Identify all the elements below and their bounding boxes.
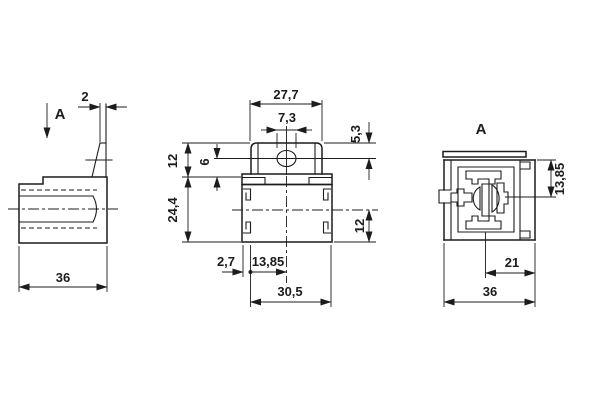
flange-step-right	[308, 176, 333, 185]
front-tab-outline	[250, 142, 323, 175]
side-view: A 2 36	[8, 89, 127, 292]
bottom-view-a: A 13,85 21 3	[438, 121, 567, 307]
front-body-outline	[241, 183, 333, 243]
view-a-label: A	[476, 121, 487, 138]
dim-label-hole-from-top: 5,3	[348, 125, 363, 143]
terminal-slot-center	[481, 183, 490, 217]
front-view: 27,7 7,3 5,3 12 24,4 6	[165, 87, 378, 307]
dim-label-side-depth: 36	[56, 270, 70, 285]
terminal-crescent-left	[472, 186, 481, 211]
dim-label-fin-thickness: 2	[81, 89, 88, 104]
dim-origin-dot	[248, 270, 253, 274]
mounting-hole	[276, 149, 297, 168]
terminal-slot-left	[450, 188, 473, 207]
clip-top-right	[519, 161, 531, 170]
dim-label-viewA-width: 36	[483, 284, 497, 299]
socket-cavity	[457, 166, 515, 233]
retainer-hook-bottom-right	[322, 221, 332, 234]
dim-label-tab-width: 27,7	[273, 87, 298, 102]
side-body-outline	[18, 176, 108, 244]
terminal-slot-top	[465, 170, 502, 185]
left-wall-notch	[438, 189, 452, 204]
dim-label-center-to-bottom: 12	[352, 219, 367, 233]
view-direction-label: A	[55, 106, 66, 123]
retainer-hook-bottom-left	[242, 221, 252, 234]
dim-label-top-to-center: 13,85	[552, 163, 567, 196]
flange-step-left	[241, 176, 266, 185]
dim-label-edge-to-center: 13,85	[252, 254, 285, 269]
terminal-crescent-right	[491, 184, 500, 213]
dim-label-bottom-width: 30,5	[277, 284, 302, 299]
dim-label-hole-to-flange: 6	[197, 158, 212, 165]
dim-label-hole-width: 7,3	[278, 110, 296, 125]
dim-label-body-height: 24,4	[165, 197, 180, 223]
dim-label-edge-offset: 2,7	[217, 254, 235, 269]
clip-bottom-right	[519, 230, 531, 239]
terminal-slot-right	[496, 182, 509, 214]
fin-edge-bar	[442, 150, 527, 158]
retainer-hook-top-right	[322, 188, 332, 201]
dim-label-tab-height: 12	[165, 154, 180, 168]
dim-label-center-to-edge: 21	[505, 255, 519, 270]
terminal-slot-bottom	[465, 215, 502, 230]
front-flange-outline	[241, 173, 333, 186]
retainer-hook-top-left	[242, 188, 252, 201]
